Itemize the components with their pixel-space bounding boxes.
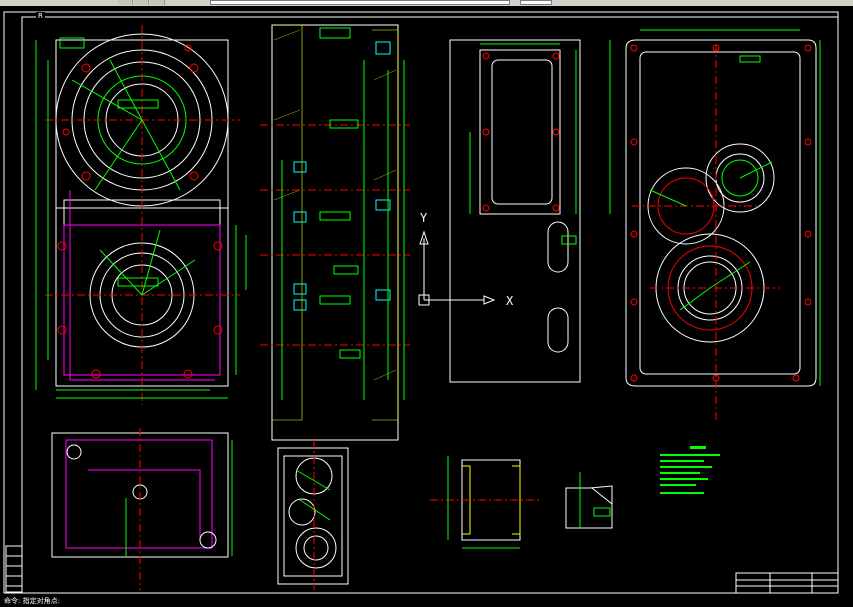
- technical-notes: [660, 446, 720, 494]
- view-section-vertical: [260, 24, 410, 441]
- ucs-icon: [418, 230, 496, 306]
- color-dropdown[interactable]: [520, 0, 552, 5]
- view-cover-plate: [449, 39, 611, 383]
- axis-y-label: Y: [420, 211, 428, 225]
- cad-drawing: X Y: [3, 11, 839, 594]
- layer-dropdown[interactable]: [210, 0, 510, 5]
- revision-block: [5, 545, 23, 593]
- toolbar-button[interactable]: [150, 0, 165, 5]
- view-gearbox-front: [625, 29, 821, 420]
- toolbar-button[interactable]: [118, 0, 133, 5]
- drawing-canvas[interactable]: X Y: [0, 6, 853, 603]
- command-line-status: 命令: 指定对角点:: [4, 597, 60, 605]
- inner-border: [21, 16, 839, 594]
- view-top-plan: [35, 25, 247, 405]
- view-detail-section: [430, 456, 540, 549]
- outer-border: [3, 11, 839, 594]
- toolbar-button[interactable]: [134, 0, 149, 5]
- axis-x-label: X: [506, 294, 514, 308]
- view-side-bottom: [51, 428, 233, 590]
- viewport-tab-label: R: [36, 12, 45, 20]
- view-detail-profile: [565, 472, 613, 529]
- view-small-section: [277, 440, 349, 590]
- title-block: [735, 572, 839, 594]
